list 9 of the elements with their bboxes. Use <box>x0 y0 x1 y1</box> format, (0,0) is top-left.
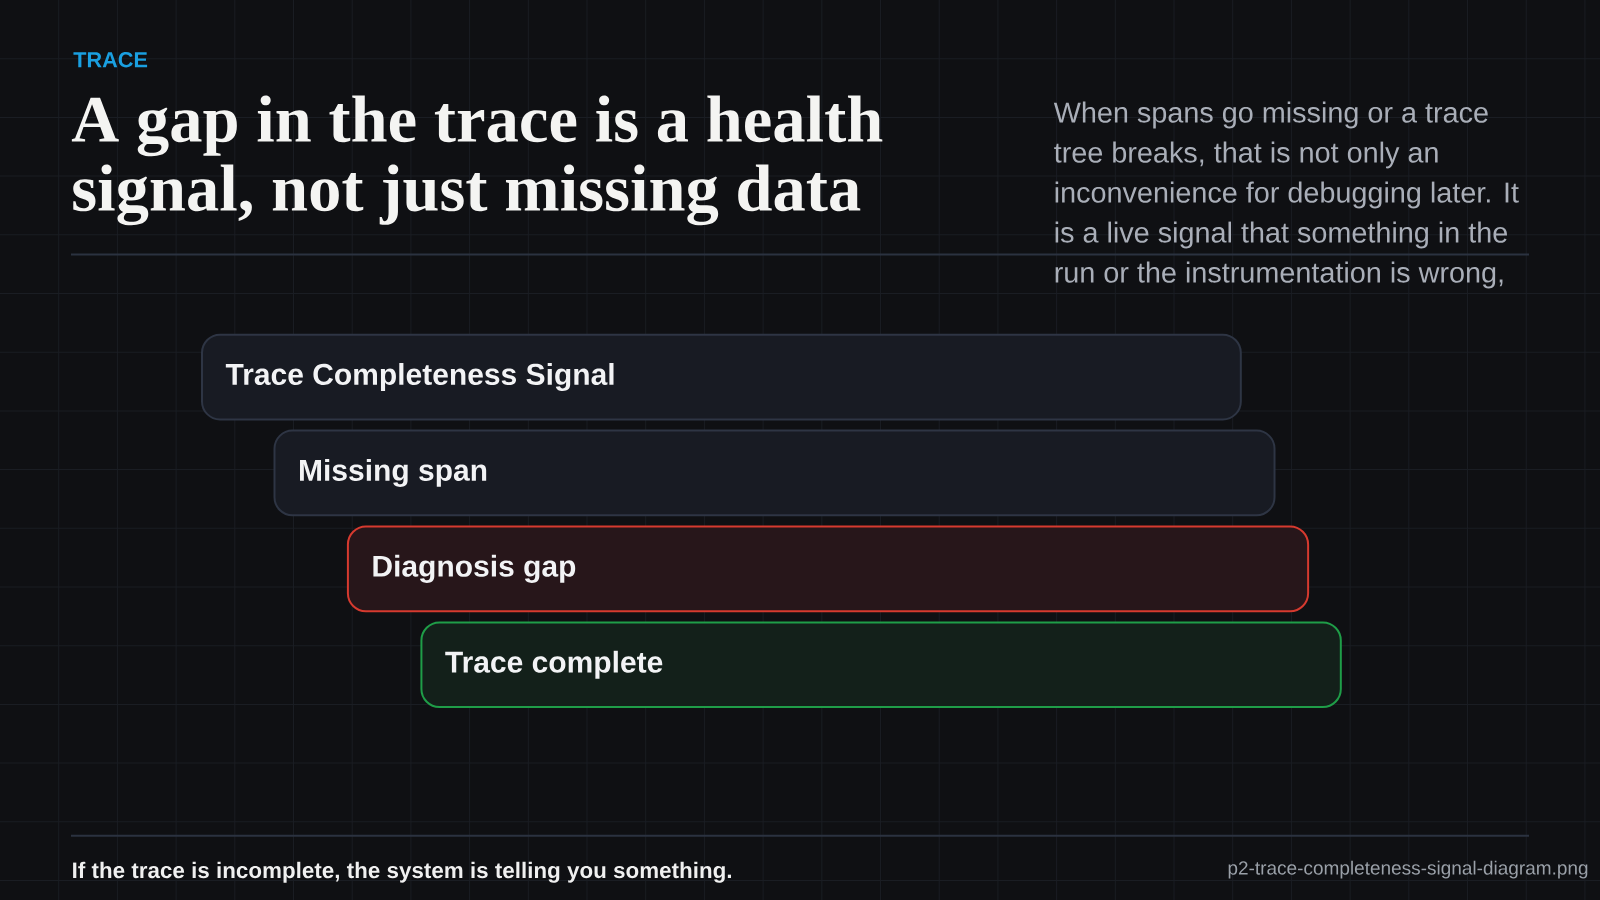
section-label: TRACE <box>73 52 148 68</box>
stage-box: Missing span <box>273 429 1276 517</box>
footer-note: If the trace is incomplete, the system is telling you something. <box>73 861 731 883</box>
stage-box: Diagnosis gap <box>346 525 1310 613</box>
stage-box: Trace complete <box>420 621 1342 709</box>
paragraph: When spans go missing or a trace tree breaks, that is not only an inconvenience for debugging later. It is a live signal that something in the run or the instrumentation is wrong, <box>1053 101 1519 289</box>
stage-box: Trace Completeness Signal <box>201 333 1242 421</box>
title: A gap in the trace is a health signal, not just missing data <box>71 95 883 226</box>
file-name: p2-trace-completeness-signal-diagram.png <box>1228 860 1588 879</box>
